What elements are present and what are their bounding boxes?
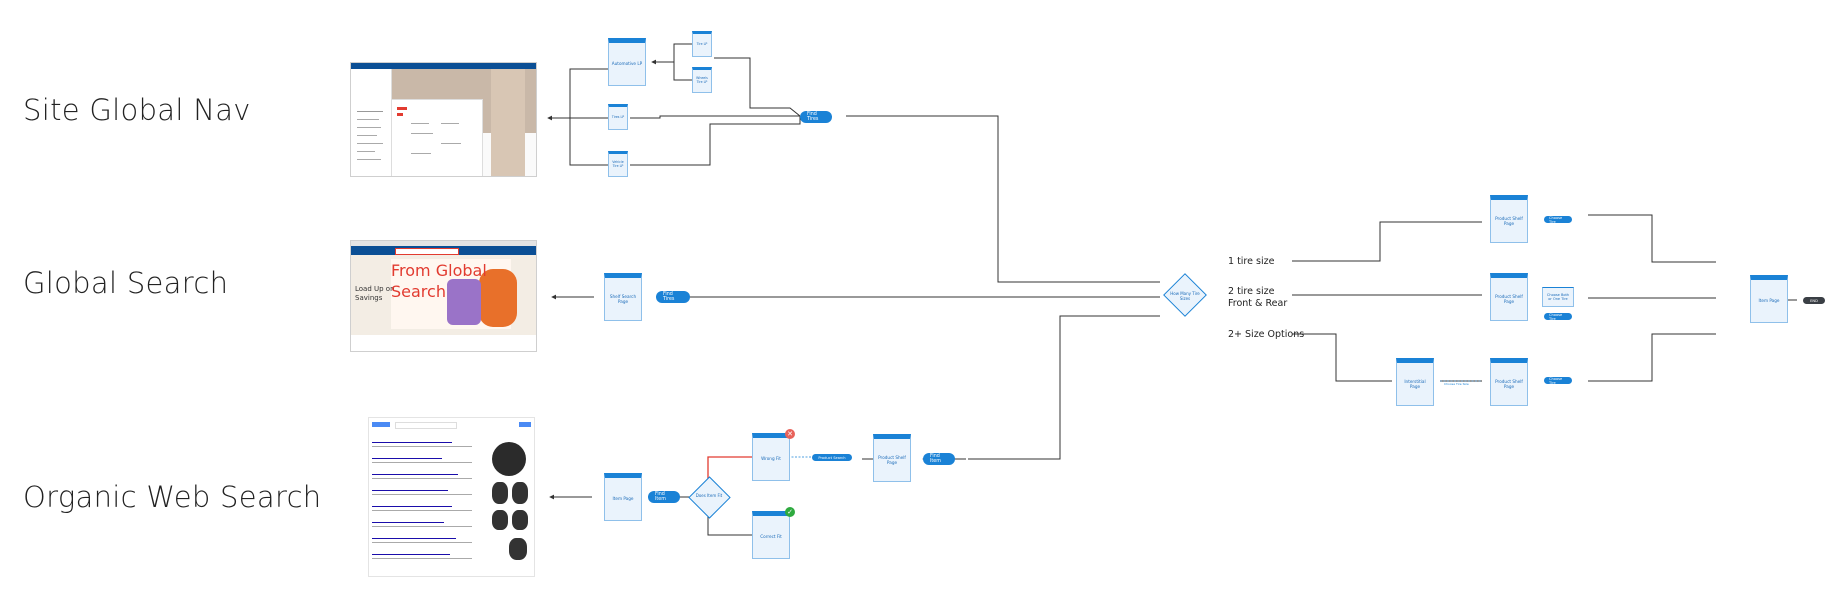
choose-tire-pill-3[interactable]: Choose Tire [1544,377,1572,385]
final-item-page[interactable]: Item Page [1750,275,1788,323]
hero-line-2: Savings [355,294,383,302]
interstitial-page[interactable]: Interstitial Page [1396,358,1434,406]
correct-fit-check-icon: ✓ [785,507,795,517]
product-shelf-page-2[interactable]: Product Shelf Page [1490,273,1528,321]
choose-both-box[interactable]: Choose Both or One Tire [1542,287,1574,307]
row-label-organic-web-search: Organic Web Search [23,480,322,514]
tire-size-decision-diamond [1163,273,1207,317]
product-shelf-page-1[interactable]: Product Shelf Page [1490,195,1528,243]
choose-tire-pill-2[interactable]: Choose Tire [1544,313,1572,321]
wrong-fit-x-icon: ✕ [785,429,795,439]
wheels-tire-lp-page[interactable]: Wheels Tire LP [692,67,712,93]
row-label-site-global-nav: Site Global Nav [23,93,251,127]
hero-line-1: Load Up on [355,285,395,293]
nav-bracket-connector [569,68,608,166]
automotive-lp-page[interactable]: Automotive LP [608,38,646,86]
organic-item-page[interactable]: Item Page [604,473,642,521]
end-pill: END [1803,297,1825,304]
global-search-screenshot: Load Up on Savings [350,240,537,352]
does-item-fit-diamond [688,476,731,519]
find-item-pill[interactable]: Find Item [648,491,680,503]
choose-size-label: Choose Tire Size [1444,382,1469,386]
choose-tire-pill-1[interactable]: Choose Tire [1544,216,1572,224]
organic-product-shelf-page[interactable]: Product Shelf Page [873,434,911,482]
vehicle-tire-lp-page[interactable]: Vehicle Tire LP [608,151,628,177]
tires-lp-page[interactable]: Tires LP [608,104,628,130]
shelf-search-page[interactable]: Shelf Search Page [604,273,642,321]
tire-size-decision-label: How Many Tire Sizes [1170,291,1200,301]
search-find-tires-pill[interactable]: Find Tires [656,291,690,303]
organic-find-item-pill[interactable]: Find Item [923,453,955,465]
row-label-global-search: Global Search [23,266,229,300]
branch-1-tire-size: 1 tire size [1228,256,1275,267]
wrong-fit-connector [707,456,752,481]
branch-2plus-size-options: 2+ Size Options [1228,329,1305,340]
correct-fit-page[interactable]: Correct Fit [752,511,790,559]
wrong-fit-page[interactable]: Wrong Fit [752,433,790,481]
site-nav-screenshot [350,62,537,177]
organic-search-screenshot [368,417,535,577]
product-search-pill[interactable]: Product Search [812,454,852,461]
tire-lp-page[interactable]: Tire LP [692,31,712,57]
does-item-fit-label: Does Item Fit [695,493,723,498]
nav-find-tires-pill[interactable]: Find Tires [800,111,832,123]
product-shelf-page-3[interactable]: Product Shelf Page [1490,358,1528,406]
